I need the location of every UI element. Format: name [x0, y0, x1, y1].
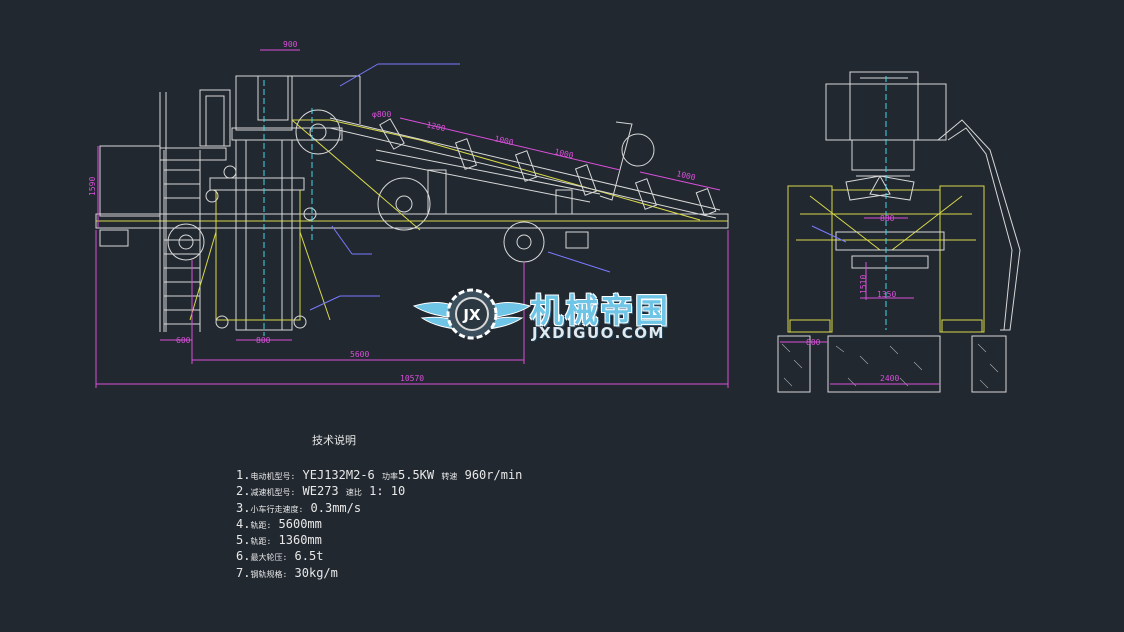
dim-left-offset: 800 [806, 338, 821, 347]
dimension-lines [95, 49, 729, 388]
note-row: 6.最大轮压: 6.5t [236, 549, 324, 564]
dim-roller-dia: φ800 [372, 110, 391, 119]
leader-lines [309, 63, 611, 311]
end-leaders [811, 225, 847, 243]
centerlines [263, 80, 313, 336]
side-view [95, 49, 729, 388]
winged-gear-icon: JX [412, 288, 532, 340]
note-row: 1.电动机型号: YEJ132M2-6 功率5.5KW 转速 960r/min [236, 468, 523, 482]
dim-base-left: 600 [176, 336, 191, 345]
foundation-hatch [781, 343, 999, 389]
dim-height: 1590 [88, 177, 97, 196]
logo-badge-text: JX [462, 306, 481, 324]
inclined-conveyor [329, 117, 721, 219]
dim-seg4: 1000 [676, 169, 697, 182]
pulleys [205, 109, 655, 231]
end-view [777, 71, 1021, 393]
note-row: 2.减速机型号: WE273 速比 1: 10 [236, 484, 406, 499]
dim-seg3: 1000 [554, 147, 575, 160]
dim-overall-length: 10570 [400, 374, 424, 383]
technical-notes: 1.电动机型号: YEJ132M2-6 功率5.5KW 转速 960r/min … [236, 468, 522, 582]
notes-title: 技术说明 [312, 434, 356, 447]
logo-cn-text: 机械帝国 [530, 291, 670, 330]
dim-base-mid: 800 [256, 336, 271, 345]
dim-track: 1350 [877, 290, 896, 299]
note-row: 5.轨距: 1360mm [236, 533, 322, 548]
logo-en-text: JXDIGUO.COM [532, 324, 665, 342]
end-dimension-lines [780, 217, 940, 385]
dim-base-width: 2400 [880, 374, 899, 383]
center-column [209, 139, 305, 331]
ladder-tower [99, 89, 231, 332]
note-row: 3.小车行走速度: 0.3mm/s [236, 500, 362, 515]
dim-wheelbase: 5600 [350, 350, 369, 359]
watermark-logo: JX 机械帝国 JXDIGUO.COM [412, 280, 712, 348]
dim-end-height: 1510 [859, 275, 868, 294]
note-row: 7.钢轨规格: 30kg/m [236, 565, 338, 580]
dim-top-width: 900 [283, 40, 298, 49]
dim-inner-width: 880 [880, 214, 895, 223]
end-chute [835, 119, 1021, 331]
note-row: 4.轨距: 5600mm [236, 516, 322, 531]
dim-seg1: 1200 [426, 120, 447, 133]
foundation [777, 335, 1007, 393]
dim-seg2: 1000 [494, 134, 515, 147]
